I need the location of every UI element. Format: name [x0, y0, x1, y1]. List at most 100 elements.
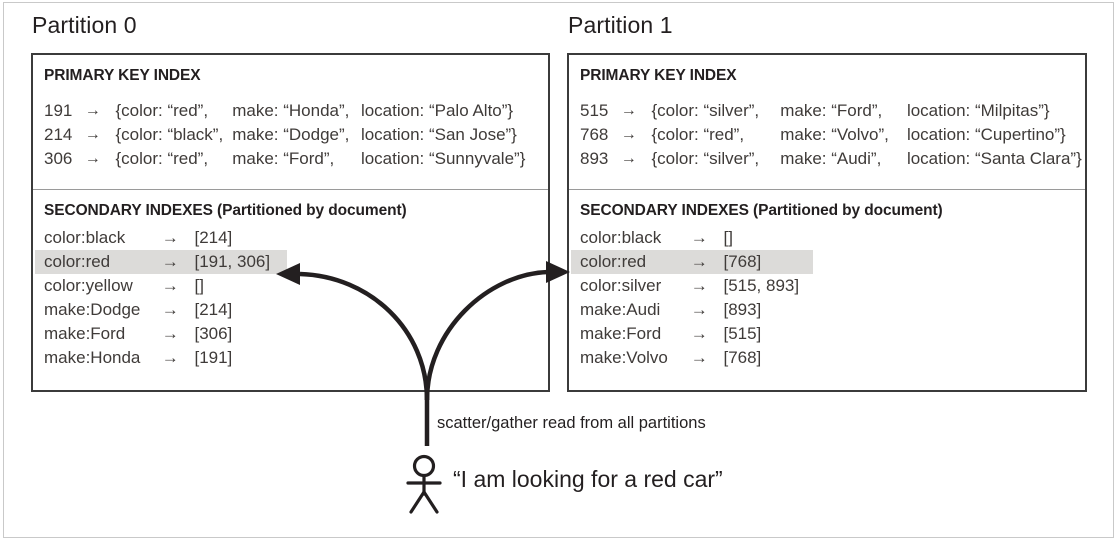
partition-1-title: Partition 1 [568, 12, 673, 38]
maps-to-arrow-icon: → [161, 276, 179, 295]
figure-border [3, 2, 1114, 538]
secondary-index-term: make:Volvo [580, 348, 668, 367]
primary-key-color: {color: “silver”, [651, 101, 760, 120]
maps-to-arrow-icon: → [161, 348, 179, 367]
maps-to-arrow-icon: → [690, 300, 708, 319]
maps-to-arrow-icon: → [690, 276, 708, 295]
primary-key-location: location: “Milpitas”} [906, 101, 1050, 120]
primary-key-index-heading: PRIMARY KEY INDEX [44, 67, 201, 84]
user-query-text: “I am looking for a red car” [453, 466, 723, 492]
maps-to-arrow-icon: → [84, 126, 101, 143]
primary-key-color: {color: “red”, [115, 101, 209, 120]
secondary-index-term: color:black [44, 228, 126, 247]
maps-to-arrow-icon: → [161, 324, 179, 343]
secondary-index-term: make:Ford [44, 324, 126, 343]
maps-to-arrow-icon: → [84, 150, 101, 167]
secondary-index-postings: [306] [194, 324, 233, 343]
secondary-index-postings: [] [723, 228, 733, 247]
primary-key-id: 515 [580, 101, 609, 120]
partition-1-box: PRIMARY KEY INDEX 515 → {color: “silver”… [567, 53, 1087, 392]
secondary-index-term: color:red [580, 252, 647, 271]
primary-key-make: make: “Dodge”, [232, 125, 350, 144]
primary-key-color: {color: “red”, [115, 149, 209, 168]
partition-0-title: Partition 0 [32, 12, 137, 38]
primary-key-id: 214 [44, 125, 73, 144]
secondary-index-postings: [] [194, 276, 204, 295]
primary-key-row: 515 → {color: “silver”, make: “Ford”, lo… [580, 99, 1082, 123]
maps-to-arrow-icon: → [690, 252, 708, 271]
primary-key-row-list: 515 → {color: “silver”, make: “Ford”, lo… [580, 99, 1082, 171]
primary-key-location: location: “Cupertino”} [906, 125, 1066, 144]
maps-to-arrow-icon: → [620, 126, 637, 143]
maps-to-arrow-icon: → [620, 150, 637, 167]
primary-key-row: 306 → {color: “red”, make: “Ford”, locat… [44, 147, 525, 171]
secondary-index-term: make:Ford [580, 324, 662, 343]
secondary-index-term: make:Honda [44, 348, 141, 367]
maps-to-arrow-icon: → [690, 228, 708, 247]
primary-key-row: 893 → {color: “silver”, make: “Audi”, lo… [580, 147, 1082, 171]
partition-0-secondary-indexes: SECONDARY INDEXES (Partitioned by docume… [33, 190, 548, 390]
primary-key-color: {color: “black”, [115, 125, 224, 144]
primary-key-id: 768 [580, 125, 609, 144]
secondary-index-term: color:black [580, 228, 662, 247]
primary-key-make: make: “Volvo”, [780, 125, 889, 144]
secondary-index-postings: [515] [723, 324, 762, 343]
secondary-index-term: make:Dodge [44, 300, 141, 319]
secondary-index-row: color:silver → [515, 893] [571, 274, 1087, 298]
secondary-indexes-heading: SECONDARY INDEXES (Partitioned by docume… [44, 202, 407, 219]
primary-key-row: 768 → {color: “red”, make: “Volvo”, loca… [580, 123, 1082, 147]
primary-key-index-heading: PRIMARY KEY INDEX [580, 67, 737, 84]
secondary-index-postings: [214] [194, 228, 233, 247]
secondary-indexes-heading: SECONDARY INDEXES (Partitioned by docume… [580, 202, 943, 219]
partition-1-secondary-indexes: SECONDARY INDEXES (Partitioned by docume… [569, 190, 1085, 390]
primary-key-color: {color: “silver”, [651, 149, 760, 168]
secondary-index-row-list: color:black → [] color:red → [768] color… [571, 226, 1087, 370]
primary-key-row: 191 → {color: “red”, make: “Honda”, loca… [44, 99, 525, 123]
secondary-index-row: make:Dodge → [214] [35, 298, 550, 322]
secondary-index-term: color:yellow [44, 276, 133, 295]
primary-key-id: 306 [44, 149, 73, 168]
secondary-index-row-list: color:black → [214] color:red → [191, 30… [35, 226, 550, 370]
partition-0-primary-index: PRIMARY KEY INDEX 191 → {color: “red”, m… [33, 55, 548, 190]
secondary-index-postings: [893] [723, 300, 762, 319]
scatter-gather-note: scatter/gather read from all partitions [437, 414, 706, 432]
secondary-index-row: color:yellow → [] [35, 274, 550, 298]
secondary-index-postings: [768] [723, 348, 762, 367]
primary-key-row-list: 191 → {color: “red”, make: “Honda”, loca… [44, 99, 525, 171]
secondary-index-postings: [515, 893] [723, 276, 800, 295]
secondary-index-row: make:Ford → [306] [35, 322, 550, 346]
maps-to-arrow-icon: → [161, 300, 179, 319]
maps-to-arrow-icon: → [620, 102, 637, 119]
secondary-index-term: color:silver [580, 276, 662, 295]
secondary-index-postings: [191] [194, 348, 233, 367]
primary-key-make: make: “Honda”, [232, 101, 350, 120]
maps-to-arrow-icon: → [84, 102, 101, 119]
partition-1-primary-index: PRIMARY KEY INDEX 515 → {color: “silver”… [569, 55, 1085, 190]
secondary-index-postings: [191, 306] [194, 252, 271, 271]
secondary-index-row-highlighted: color:red → [768] [571, 250, 813, 274]
primary-key-location: location: “Santa Clara”} [906, 149, 1082, 168]
primary-key-id: 191 [44, 101, 73, 120]
primary-key-make: make: “Ford”, [232, 149, 335, 168]
maps-to-arrow-icon: → [161, 252, 179, 271]
primary-key-color: {color: “red”, [651, 125, 745, 144]
secondary-index-row-highlighted: color:red → [191, 306] [35, 250, 287, 274]
primary-key-location: location: “Sunnyvale”} [360, 149, 526, 168]
secondary-index-row: color:black → [214] [35, 226, 550, 250]
secondary-index-row: make:Honda → [191] [35, 346, 550, 370]
primary-key-location: location: “San Jose”} [360, 125, 517, 144]
secondary-index-postings: [214] [194, 300, 233, 319]
maps-to-arrow-icon: → [161, 228, 179, 247]
secondary-index-postings: [768] [723, 252, 762, 271]
primary-key-row: 214 → {color: “black”, make: “Dodge”, lo… [44, 123, 525, 147]
secondary-index-term: make:Audi [580, 300, 661, 319]
secondary-index-term: color:red [44, 252, 111, 271]
secondary-index-row: make:Ford → [515] [571, 322, 1087, 346]
primary-key-location: location: “Palo Alto”} [360, 101, 514, 120]
primary-key-make: make: “Audi”, [780, 149, 882, 168]
maps-to-arrow-icon: → [690, 348, 708, 367]
maps-to-arrow-icon: → [690, 324, 708, 343]
primary-key-id: 893 [580, 149, 609, 168]
secondary-index-row: make:Volvo → [768] [571, 346, 1087, 370]
